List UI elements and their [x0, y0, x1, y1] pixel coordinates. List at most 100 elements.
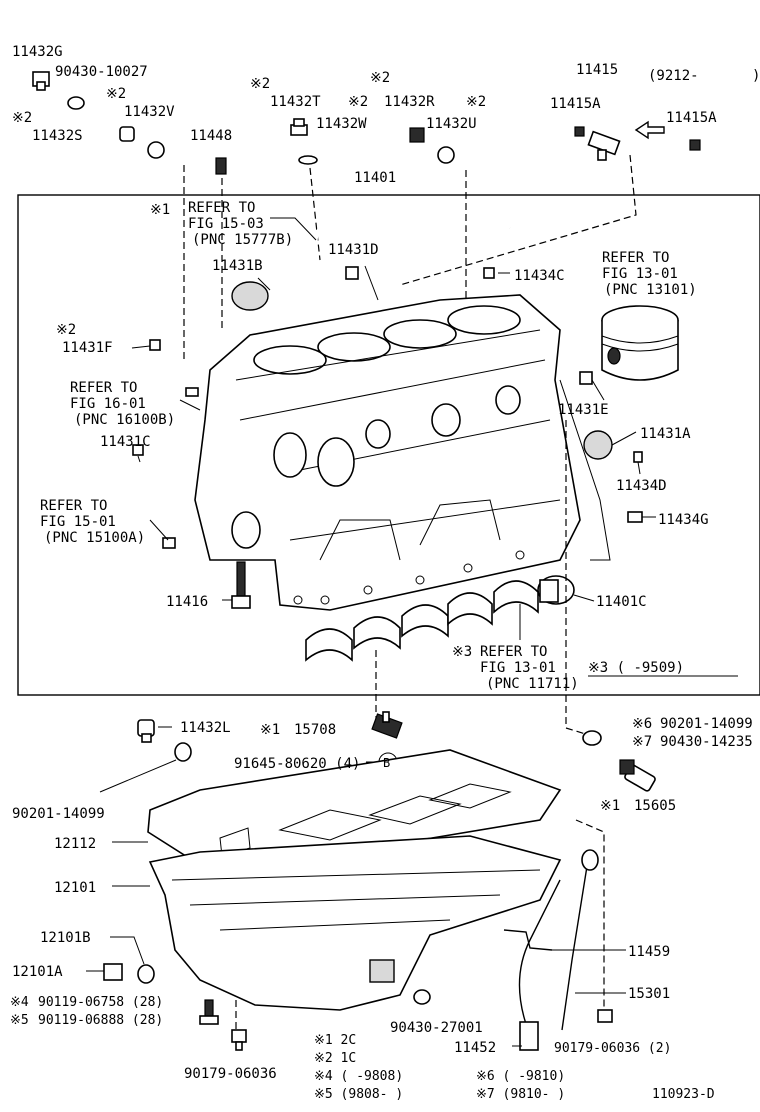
mark-2-g: ※2 — [56, 322, 76, 338]
leader-11401C — [573, 594, 595, 602]
ref-fig1503-line1: REFER TO — [188, 200, 255, 216]
leader-11432T — [309, 167, 321, 261]
ref-fig1301a-line1: REFER TO — [602, 250, 669, 266]
label-11415A-right: 11415A — [666, 110, 717, 126]
leader-11431B — [257, 277, 271, 291]
label-11434C: 11434C — [514, 268, 565, 284]
cylinder-block-11401 — [194, 294, 611, 611]
mark-2-a: ※2 — [106, 86, 126, 102]
leader-11431F — [131, 345, 151, 349]
plug-12101A — [103, 963, 123, 981]
drain-cock-11415 — [587, 130, 621, 161]
plug-15605 — [619, 759, 656, 792]
gasket-11432W — [298, 155, 318, 165]
label-91645-80620: 91645-80620 (4) — [234, 756, 360, 772]
legend-4: ※4 ( -9808) — [314, 1069, 403, 1084]
label-11434D: 11434D — [616, 478, 667, 494]
label-12101A: 12101A — [12, 964, 63, 980]
dipstick-guide-11452 — [518, 879, 561, 1051]
washer-90430-10027 — [67, 96, 85, 110]
ref-fig1501-line2: FIG 15-01 — [40, 514, 116, 530]
legend-6: ※6 ( -9810) — [476, 1069, 565, 1084]
label-11431D: 11431D — [328, 242, 379, 258]
label-90201-14099-left: 90201-14099 — [12, 806, 105, 822]
ref-fig1301b-line2: FIG 13-01 — [480, 660, 556, 676]
pin-11434G — [627, 511, 643, 523]
plug-11431E — [579, 371, 593, 385]
label-11401: 11401 — [354, 170, 396, 186]
mark-1-15708: ※1 — [260, 722, 280, 738]
ref-fig1301a-line2: FIG 13-01 — [602, 266, 678, 282]
pin-11434D — [633, 451, 643, 463]
piston-13101 — [601, 305, 679, 381]
plug-11415A-left — [574, 126, 585, 137]
label-9212-close: ) — [752, 68, 760, 84]
label-11448: 11448 — [190, 128, 232, 144]
label-11431B: 11431B — [212, 258, 263, 274]
label-12101B: 12101B — [40, 930, 91, 946]
stud-11448 — [215, 157, 227, 175]
leader-11431E — [591, 379, 605, 401]
mark-2-f: ※2 — [466, 94, 486, 110]
ref-fig1301b-line1: REFER TO — [480, 644, 547, 660]
label-9212: (9212- — [648, 68, 699, 84]
label-11459: 11459 — [628, 944, 670, 960]
leader-11415 — [399, 154, 637, 286]
mark-2-e: ※2 — [348, 94, 368, 110]
mark-6-90201: ※6 — [632, 716, 652, 732]
bracket-11459 — [503, 929, 553, 951]
tube-15777B-inner — [314, 210, 511, 282]
ref-fig1601-line1: REFER TO — [70, 380, 137, 396]
plug-11431C — [132, 444, 144, 456]
label-90179-06036-2: 90179-06036 (2) — [554, 1041, 671, 1056]
label-11431F: 11431F — [62, 340, 113, 356]
pin-11434C — [483, 267, 495, 279]
label-11432R: 11432R — [384, 94, 435, 110]
bearings-11711 — [305, 580, 539, 662]
mark-2-c: ※2 — [250, 76, 270, 92]
label-12112: 12112 — [54, 836, 96, 852]
ref-fig1503-line3: (PNC 15777B) — [192, 232, 293, 248]
label-11415A-left: 11415A — [550, 96, 601, 112]
oil-pan-12101 — [148, 835, 562, 1011]
ref-fig1601-line2: FIG 16-01 — [70, 396, 146, 412]
ref-fig1501-line3: (PNC 15100A) — [44, 530, 145, 546]
bolt-11416 — [231, 561, 251, 609]
legend-5: ※5 (9808- ) — [314, 1087, 403, 1102]
nut-90179-06036 — [231, 1029, 247, 1051]
label-11431C: 11431C — [100, 434, 151, 450]
ref-fig1301a-line3: (PNC 13101) — [604, 282, 697, 298]
leader-dashed-dipstick — [575, 819, 605, 1010]
leader-11434D — [637, 461, 641, 475]
legend-1: ※1 2C — [314, 1033, 356, 1048]
mark-2-b: ※2 — [12, 110, 32, 126]
pin-15100A — [162, 537, 176, 549]
dipstick-15301 — [561, 849, 599, 1031]
label-90430-14235: 90430-14235 — [660, 734, 753, 750]
label-11432G: 11432G — [12, 44, 63, 60]
label-90430-10027: 90430-10027 — [55, 64, 148, 80]
leader-11431D — [364, 265, 379, 301]
mark-3-ref: ※3 — [452, 644, 472, 660]
label-11401C: 11401C — [596, 594, 647, 610]
catalog-id: 110923-D — [652, 1087, 715, 1102]
label-90119-06758: 90119-06758 (28) — [38, 995, 163, 1010]
plug-11415A-right — [689, 139, 701, 151]
arrow-11415A — [634, 120, 665, 140]
gasket-11432U — [437, 146, 455, 164]
note3-range: ※3 ( -9509) — [588, 660, 684, 676]
label-90179-06036: 90179-06036 — [184, 1066, 277, 1082]
label-11432V: 11432V — [124, 104, 175, 120]
leader-fig1503 — [270, 217, 317, 241]
label-11432S: 11432S — [32, 128, 83, 144]
seal-11401C — [537, 575, 575, 605]
ref-fig1501-line1: REFER TO — [40, 498, 107, 514]
label-11415: 11415 — [576, 62, 618, 78]
leader-11431C — [137, 455, 141, 463]
mark-1-15605: ※1 — [600, 798, 620, 814]
gasket-90430-27001 — [413, 989, 431, 1005]
label-90201-14099-right: 90201-14099 — [660, 716, 753, 732]
legend-2: ※2 1C — [314, 1051, 356, 1066]
assembly-frame — [17, 194, 760, 696]
